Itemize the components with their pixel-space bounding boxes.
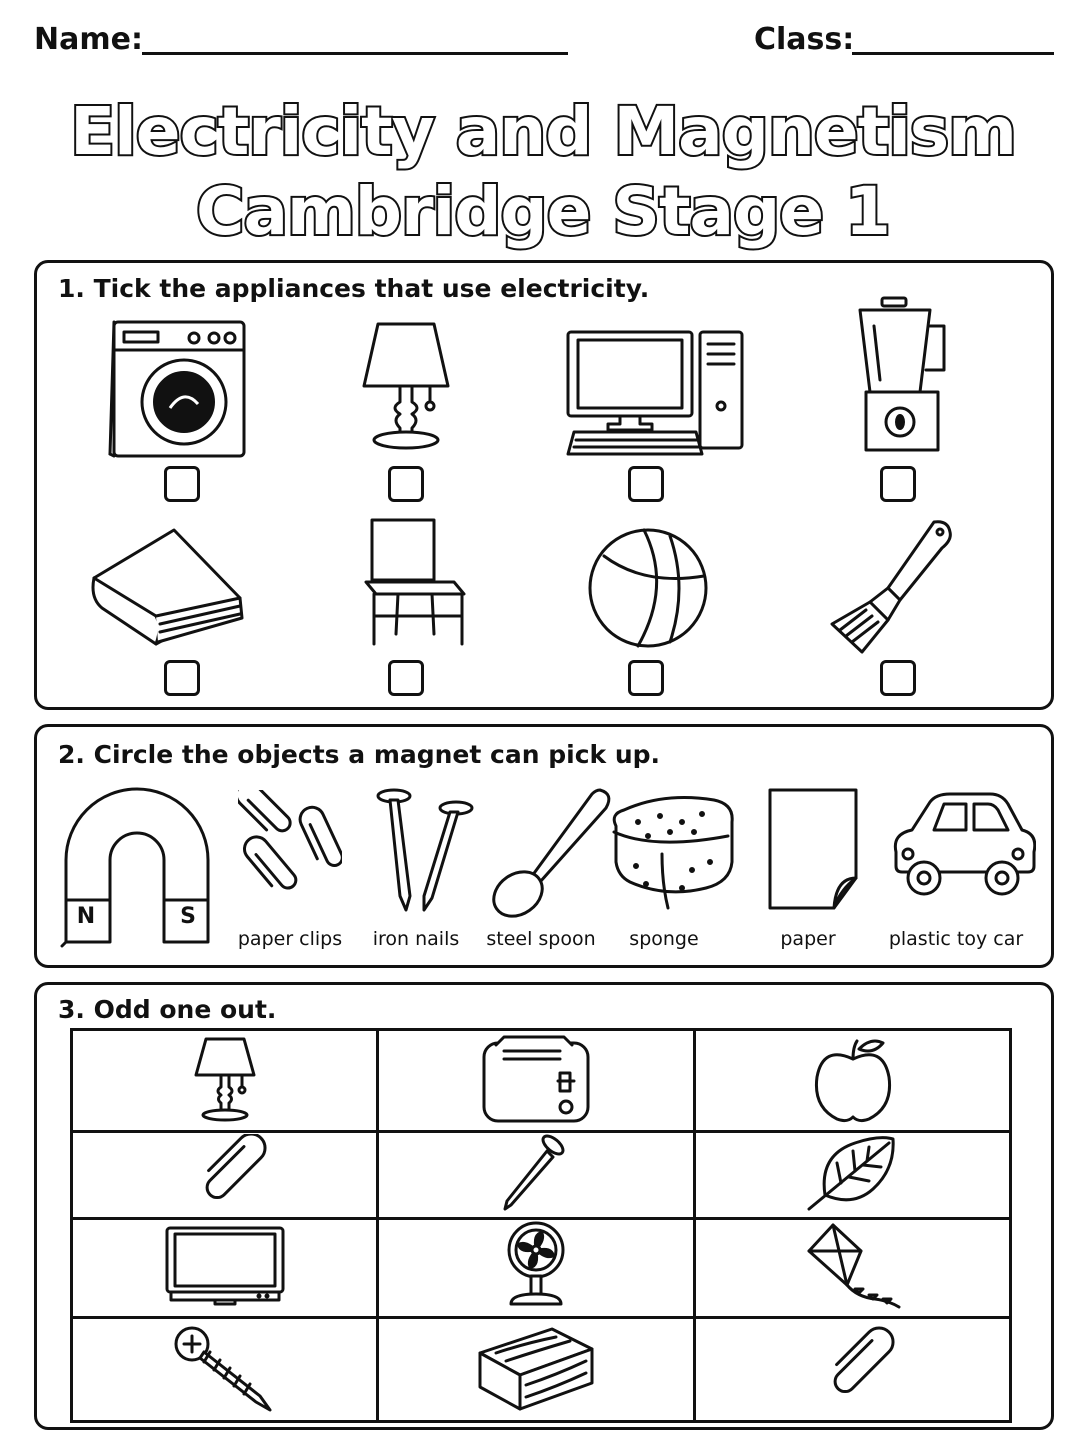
sponge-icon xyxy=(612,796,734,910)
class-field[interactable] xyxy=(852,52,1054,55)
table-cell[interactable] xyxy=(69,1028,380,1133)
beach-ball-icon xyxy=(588,528,708,648)
fan-icon xyxy=(507,1221,565,1306)
magnet-north-label: N xyxy=(76,904,96,929)
plastic-toy-car-icon xyxy=(893,792,1036,896)
chair-icon xyxy=(364,518,466,646)
toaster-icon xyxy=(482,1035,590,1122)
tick-box-paintbrush[interactable] xyxy=(880,660,916,696)
lamp-icon xyxy=(362,322,450,450)
washing-machine-icon xyxy=(108,320,246,458)
paper-clips-icon xyxy=(238,790,342,890)
table-cell[interactable] xyxy=(376,1217,697,1319)
tick-box-chair[interactable] xyxy=(388,660,424,696)
label-plastic-toy-car: plastic toy car xyxy=(888,928,1024,950)
section-1-question: 1. Tick the appliances that use electric… xyxy=(58,274,650,303)
table-cell[interactable] xyxy=(693,1028,1012,1133)
section-3-panel xyxy=(34,982,1054,1430)
section-2-question: 2. Circle the objects a magnet can pick … xyxy=(58,740,661,769)
tick-box-lamp[interactable] xyxy=(388,466,424,502)
page-title-line2: Cambridge Stage 1 xyxy=(194,171,893,252)
label-iron-nails: iron nails xyxy=(372,928,460,950)
paper-clip-icon xyxy=(205,1132,267,1200)
wood-block-icon xyxy=(478,1327,594,1410)
apple-icon xyxy=(814,1039,891,1122)
label-paper-clips: paper clips xyxy=(237,928,343,950)
table-cell[interactable] xyxy=(693,1316,1012,1423)
table-cell[interactable] xyxy=(693,1217,1012,1319)
table-row xyxy=(69,1316,1012,1423)
section-3-question: 3. Odd one out. xyxy=(58,995,277,1024)
class-label: Class: xyxy=(754,22,855,57)
nail-icon xyxy=(503,1134,565,1211)
steel-spoon-icon xyxy=(492,788,611,918)
magnet-south-label: S xyxy=(180,904,196,929)
blender-icon xyxy=(858,296,946,452)
horseshoe-magnet-icon xyxy=(60,787,210,948)
section-1-panel xyxy=(34,260,1054,710)
label-paper: paper xyxy=(780,928,836,950)
leaf-icon xyxy=(807,1136,895,1211)
table-row xyxy=(69,1130,1012,1220)
iron-nails-icon xyxy=(376,788,474,912)
page-title-line1: Electricity and Magnetism xyxy=(68,91,1019,172)
table-cell[interactable] xyxy=(376,1316,697,1423)
tick-box-computer[interactable] xyxy=(628,466,664,502)
table-row xyxy=(69,1217,1012,1319)
name-field[interactable] xyxy=(142,52,568,55)
paper-clip-icon xyxy=(833,1325,895,1393)
label-sponge: sponge xyxy=(629,928,699,950)
book-icon xyxy=(91,528,244,646)
label-steel-spoon: steel spoon xyxy=(486,928,596,950)
table-cell[interactable] xyxy=(69,1130,380,1220)
table-cell[interactable] xyxy=(376,1130,697,1220)
table-row xyxy=(69,1028,1012,1133)
paintbrush-icon xyxy=(830,520,952,654)
odd-one-out-table xyxy=(69,1028,1012,1423)
tick-box-blender[interactable] xyxy=(880,466,916,502)
television-icon xyxy=(165,1226,285,1306)
paper-icon xyxy=(768,788,858,910)
table-cell[interactable] xyxy=(69,1316,380,1423)
tick-box-beach-ball[interactable] xyxy=(628,660,664,696)
table-cell[interactable] xyxy=(69,1217,380,1319)
name-label: Name: xyxy=(34,22,143,57)
lamp-icon xyxy=(194,1037,256,1121)
tick-box-book[interactable] xyxy=(164,660,200,696)
section-2-panel xyxy=(34,724,1054,968)
table-cell[interactable] xyxy=(693,1130,1012,1220)
screw-icon xyxy=(174,1326,272,1411)
tick-box-washing-machine[interactable] xyxy=(164,466,200,502)
table-cell[interactable] xyxy=(376,1028,697,1133)
computer-icon xyxy=(566,330,744,456)
kite-icon xyxy=(807,1223,901,1309)
